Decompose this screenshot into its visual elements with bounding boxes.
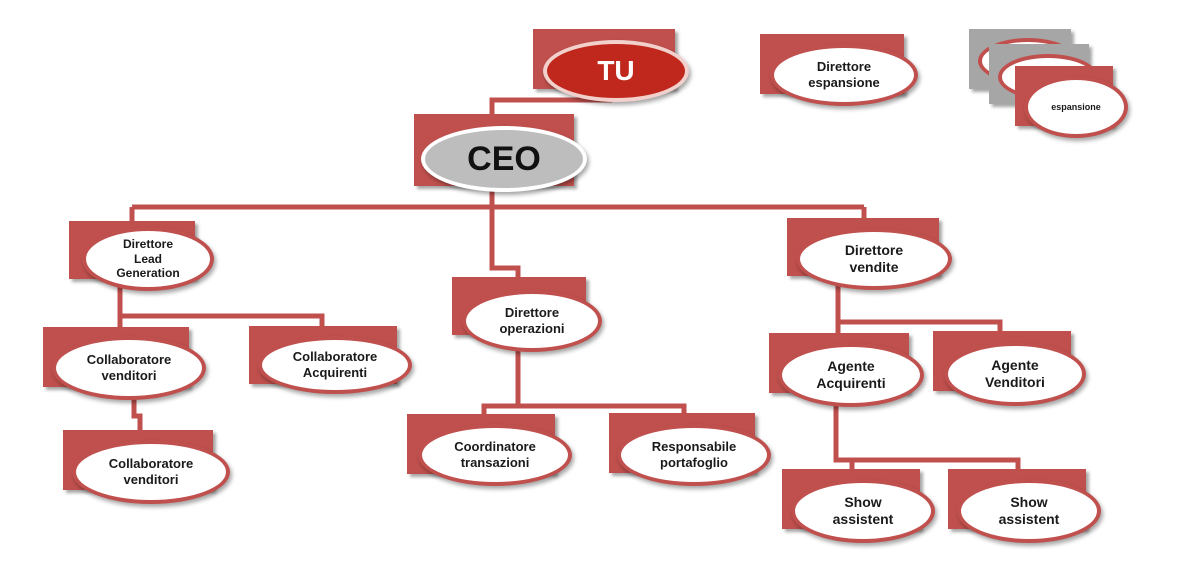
node-label: Agente Acquirenti: [778, 343, 924, 407]
node-label: espansione: [1024, 76, 1128, 138]
node-label: Direttore Lead Generation: [82, 227, 214, 291]
node-label: Direttore espansione: [770, 44, 918, 106]
node-label: Collaboratore venditori: [72, 440, 230, 504]
node-label: CEO: [421, 126, 587, 192]
node-label: Coordinatore transazioni: [418, 424, 572, 486]
connector-operazioni-children: [481, 345, 521, 418]
connector-lead-children: [117, 287, 325, 328]
node-label: Show assistent: [791, 479, 935, 543]
connector-agente-shows: [833, 402, 1021, 470]
node-label: TU: [543, 40, 689, 102]
node-label: Agente Venditori: [944, 342, 1086, 406]
node-label: Responsabile portafoglio: [617, 424, 771, 486]
node-label: Collaboratore Acquirenti: [258, 336, 412, 394]
node-label: Direttore operazioni: [462, 290, 602, 352]
connector-to-operazioni: [489, 207, 521, 280]
node-label: Collaboratore venditori: [52, 336, 206, 400]
connector-collab-v1-v2: [131, 398, 143, 432]
connector-vendite-children: [835, 285, 1003, 334]
node-label: Show assistent: [957, 479, 1101, 543]
node-label: Direttore vendite: [796, 228, 952, 290]
